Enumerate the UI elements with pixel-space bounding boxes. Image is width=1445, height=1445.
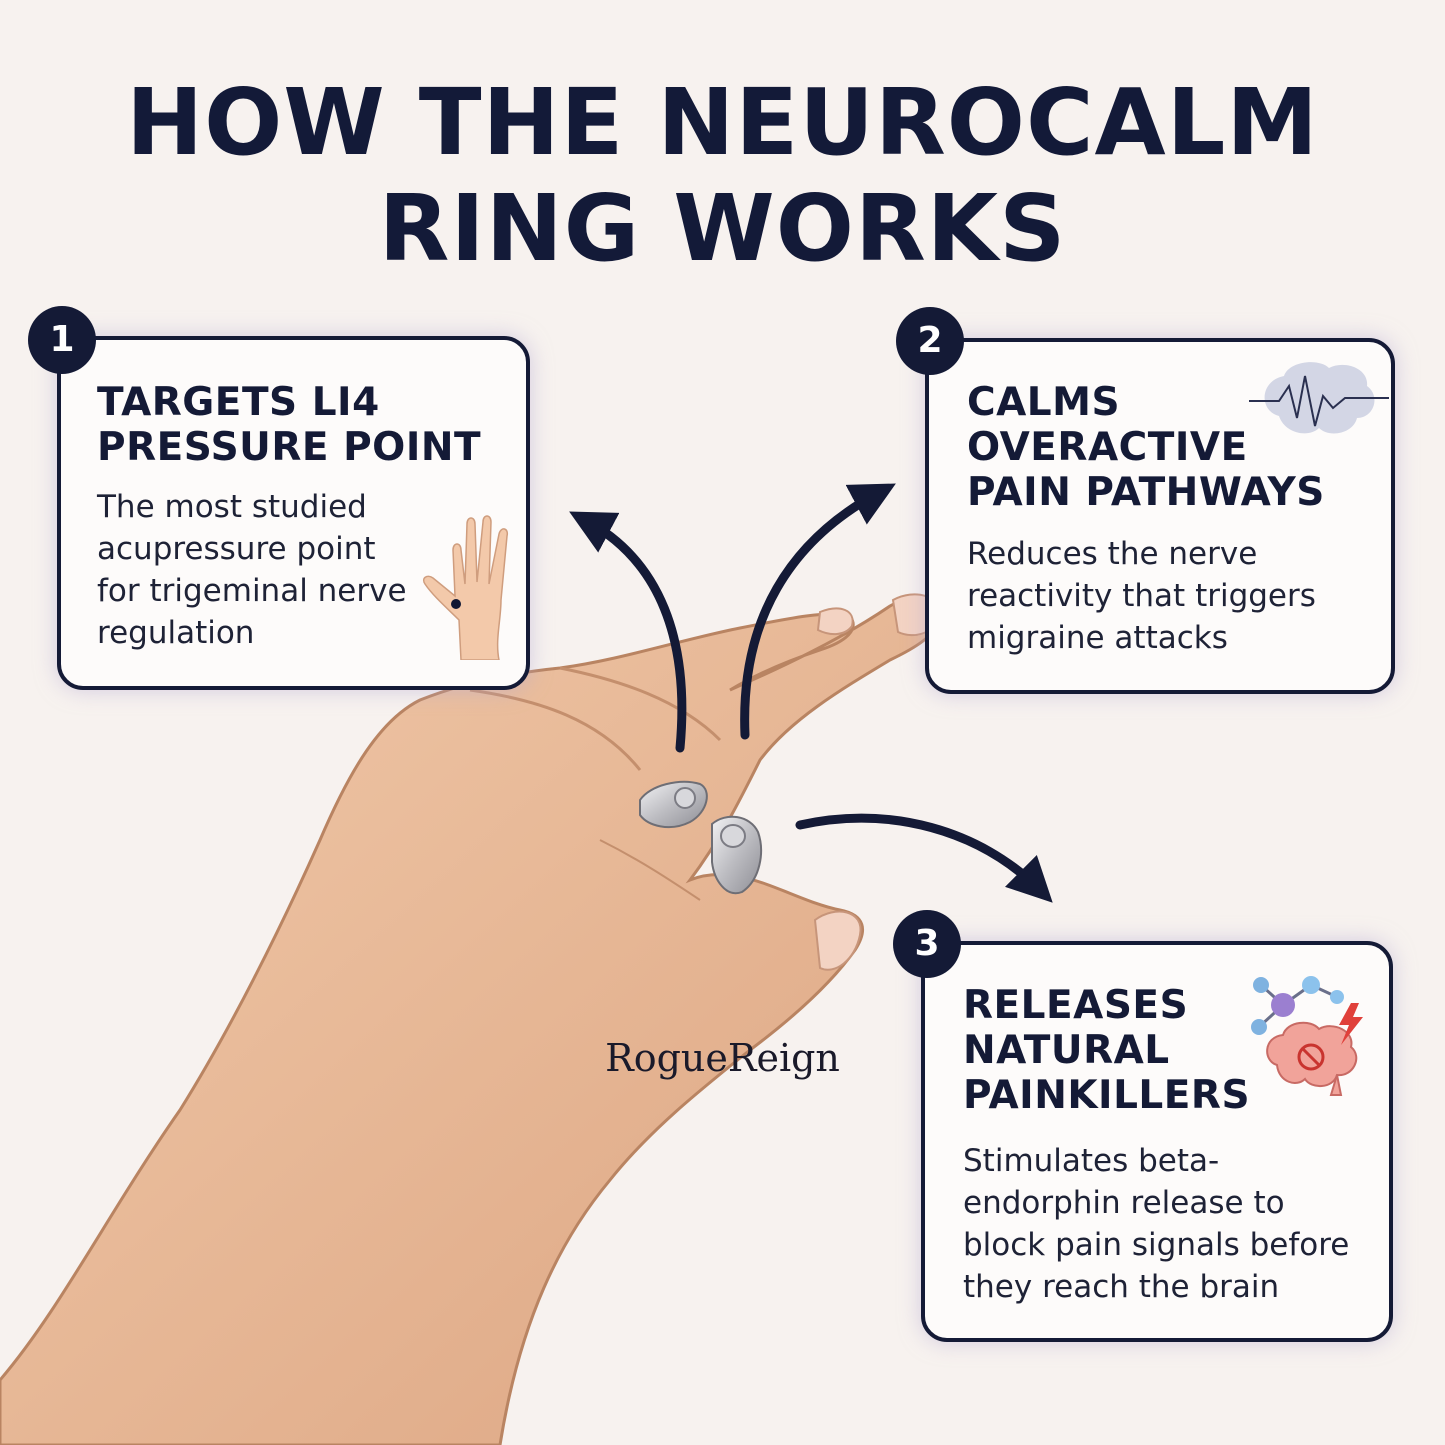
hand-pressure-point-icon: [422, 515, 509, 660]
brain-wave-icon: [1249, 362, 1389, 434]
step-1-badge: 1: [28, 306, 96, 374]
step-1-card: TARGETS LI4 PRESSURE POINT The most stud…: [57, 336, 530, 690]
ring: [639, 780, 762, 895]
step-3-heading-line-2: NATURAL: [963, 1028, 1170, 1073]
step-2-heading-line-3: PAIN PATHWAYS: [967, 470, 1325, 515]
step-2-heading-line-2: OVERACTIVE: [967, 425, 1248, 470]
step-3-badge: 3: [893, 910, 961, 978]
step-3-card: RELEASES NATURAL PAINKILLERS Stimulates …: [921, 941, 1393, 1342]
step-3-description: Stimulates beta-endorphin release to blo…: [963, 1143, 1350, 1305]
step-1-description: The most studied acupressure point for t…: [97, 489, 407, 651]
step-2-description: Reduces the nerve reactivity that trigge…: [967, 536, 1316, 656]
brand-footer: RogueReign: [605, 1036, 840, 1080]
page-title: HOW THE NEUROCALM RING WORKS: [0, 70, 1445, 282]
arrows: [569, 483, 1053, 903]
step-1-heading-line-1: TARGETS LI4: [97, 380, 380, 425]
step-3-heading-line-3: PAINKILLERS: [963, 1073, 1251, 1118]
step-2-heading: CALMS OVERACTIVE PAIN PATHWAYS: [967, 380, 1367, 515]
step-2-card: CALMS OVERACTIVE PAIN PATHWAYS Reduces t…: [925, 338, 1395, 694]
step-2-heading-line-1: CALMS: [967, 380, 1121, 425]
title-line-2: RING WORKS: [378, 175, 1067, 282]
step-3-heading: RELEASES NATURAL PAINKILLERS: [963, 983, 1369, 1118]
arrow-to-step-2: [740, 483, 896, 740]
step-2-badge: 2: [896, 307, 964, 375]
title-line-1: HOW THE NEUROCALM: [126, 69, 1319, 176]
arrow-to-step-3: [795, 813, 1053, 903]
step-1-heading: TARGETS LI4 PRESSURE POINT: [97, 380, 496, 470]
arrow-to-step-1: [569, 511, 687, 753]
step-3-heading-line-1: RELEASES: [963, 983, 1189, 1028]
step-1-heading-line-2: PRESSURE POINT: [97, 425, 482, 470]
molecule-brain-icon: [1251, 976, 1363, 1096]
hand: [0, 593, 942, 1445]
